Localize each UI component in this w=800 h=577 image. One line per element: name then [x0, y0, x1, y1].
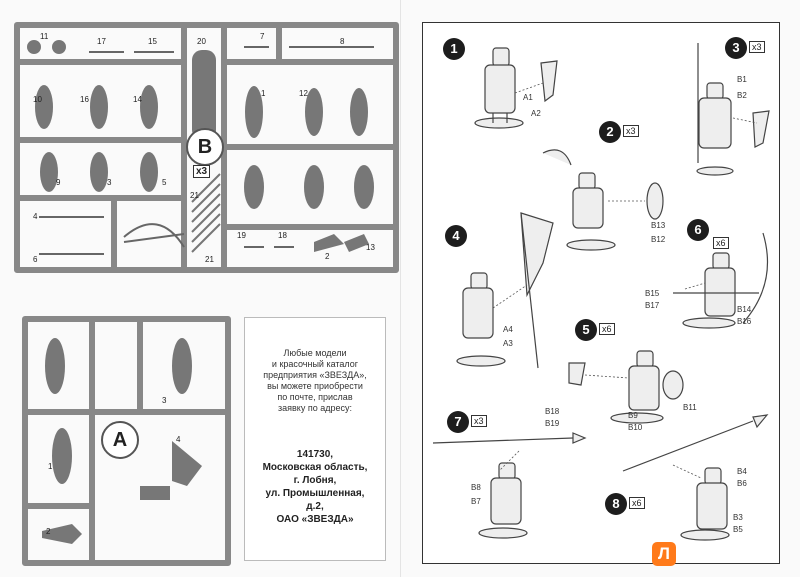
sprue-b-part-number: 7 [260, 32, 265, 41]
step-multiplier: x6 [713, 237, 729, 249]
sprue-b-letter: B [186, 128, 224, 166]
part-label: B19 [545, 419, 560, 428]
part-label: B15 [645, 289, 660, 298]
sprue-b-part-number: 18 [278, 231, 287, 240]
sprue-b-part-number: 21 [190, 191, 199, 200]
sprue-b-part-number: 10 [33, 95, 42, 104]
part-label: B5 [733, 525, 743, 534]
labirint-logo-icon: Л [652, 542, 676, 566]
address-line: г. Лобня, [293, 475, 337, 486]
part-label: B4 [737, 467, 747, 476]
sprue-b-part-number: 14 [133, 95, 142, 104]
part-label: B14 [737, 305, 752, 314]
sprue-b-part-number: 11 [40, 32, 49, 41]
part-label: B6 [737, 479, 747, 488]
part-label: B18 [545, 407, 560, 416]
sprue-b-part-number: 19 [237, 231, 246, 240]
part-label: A3 [503, 339, 513, 348]
sprue-b-part-number: 8 [340, 37, 345, 46]
step-number-1: 1 [443, 38, 465, 60]
step-number-5: 5 [575, 319, 597, 341]
info-line: заявку по адресу: [278, 403, 352, 413]
part-label: B10 [628, 423, 643, 432]
address-line: Московская область, [262, 462, 368, 473]
part-label: B17 [645, 301, 660, 310]
part-label: B12 [651, 235, 666, 244]
sprue-b-part-number: 15 [148, 37, 157, 46]
sprue-b-part-number: 4 [33, 212, 38, 221]
address-line: 141730, [296, 449, 334, 460]
sprue-b-part-number: 1 [261, 89, 266, 98]
info-line: вы можете приобрести [267, 381, 363, 391]
sprue-b-multiplier: x3 [193, 165, 211, 178]
part-label: B13 [651, 221, 666, 230]
sprue-b-part-number: 20 [197, 37, 206, 46]
address-line: ул. Промышленная, [265, 488, 365, 499]
part-label: A2 [531, 109, 541, 118]
part-label: B8 [471, 483, 481, 492]
info-line: Любые модели [283, 348, 347, 358]
sprue-b-part-number: 21 [205, 255, 214, 264]
assembly-figures [432, 43, 770, 541]
sprue-b-part-number: 12 [299, 89, 308, 98]
sprue-a-part-number: 2 [46, 527, 51, 536]
part-label: B9 [628, 411, 638, 420]
info-line: и красочный каталог [271, 359, 359, 369]
part-label: B7 [471, 497, 481, 506]
sprue-a-part-number: 1 [48, 462, 53, 471]
address-line: д.2, [306, 501, 324, 512]
step-multiplier: x3 [471, 415, 487, 427]
part-label: B3 [733, 513, 743, 522]
sprue-b-part-number: 2 [325, 252, 330, 261]
sprue-b-part-number: 13 [366, 243, 375, 252]
sprue-b-frame [14, 22, 399, 273]
sprue-a-part-number: 4 [176, 435, 181, 444]
sprue-b-part-number: 3 [107, 178, 112, 187]
sprue-a-letter: A [101, 421, 139, 459]
part-label: A1 [523, 93, 533, 102]
step-multiplier: x3 [623, 125, 639, 137]
info-line: по почте, прислав [277, 392, 353, 402]
step-number-7: 7 [447, 411, 469, 433]
step-multiplier: x6 [599, 323, 615, 335]
step-number-4: 4 [445, 225, 467, 247]
step-number-2: 2 [599, 121, 621, 143]
sprue-b-part-number: 17 [97, 37, 106, 46]
step-multiplier: x3 [749, 41, 765, 53]
part-label: A4 [503, 325, 513, 334]
sprue-b-part-number: 5 [162, 178, 167, 187]
step-number-3: 3 [725, 37, 747, 59]
sprue-a-frame [22, 316, 231, 566]
part-label: B2 [737, 91, 747, 100]
sprue-b-part-number: 9 [56, 178, 61, 187]
step-number-6: 6 [687, 219, 709, 241]
step-number-8: 8 [605, 493, 627, 515]
part-label: B11 [683, 403, 697, 412]
sprue-b-part-number: 6 [33, 255, 38, 264]
info-line: предприятия «ЗВЕЗДА», [263, 370, 367, 380]
step-multiplier: x6 [629, 497, 645, 509]
sprue-b-part-number: 16 [80, 95, 89, 104]
part-label: B16 [737, 317, 752, 326]
sprue-a-part-number: 3 [162, 396, 167, 405]
address-line: ОАО «ЗВЕЗДА» [276, 514, 354, 525]
part-label: B1 [737, 75, 747, 84]
